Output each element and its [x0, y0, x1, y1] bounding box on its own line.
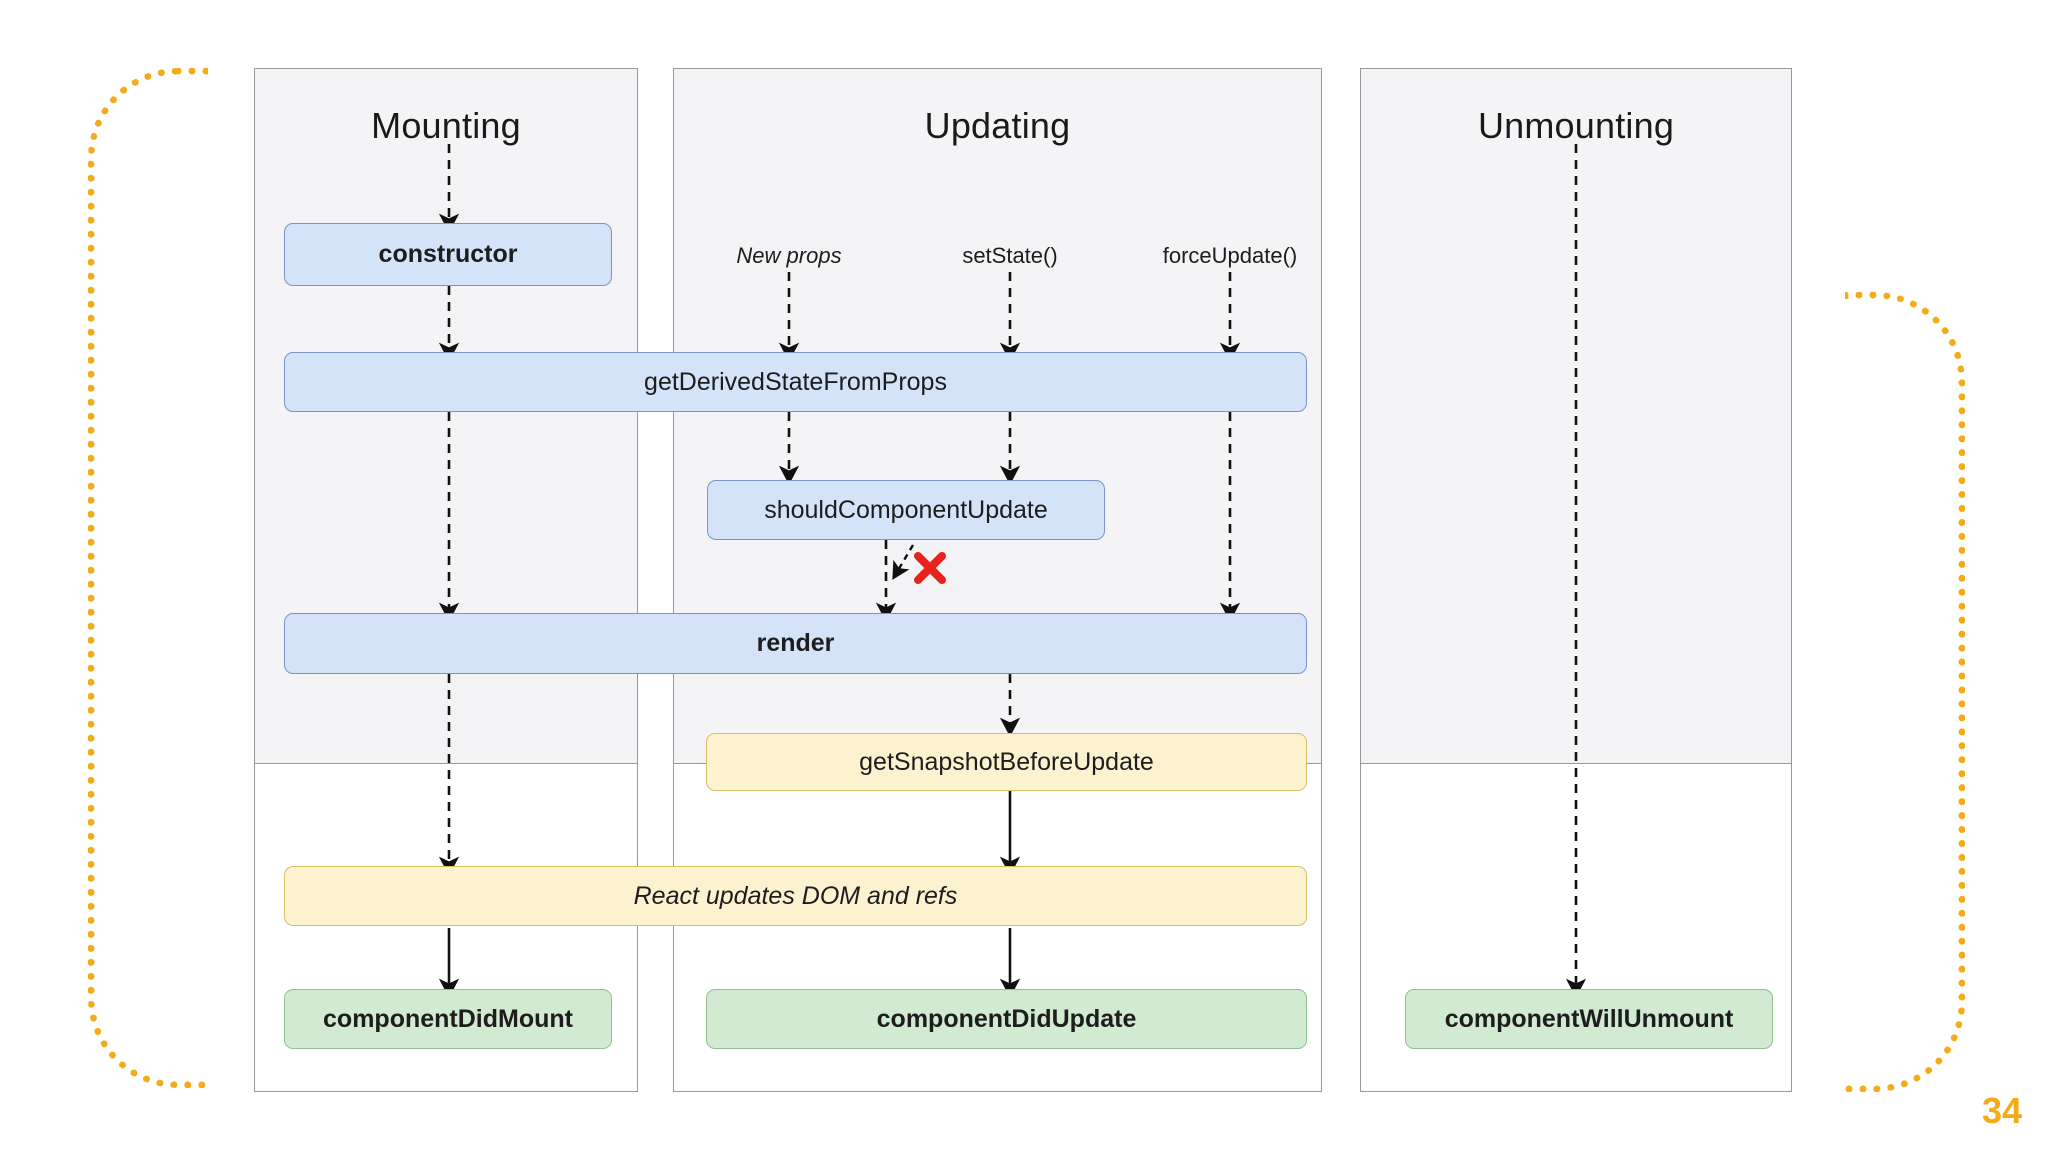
phase-column-updating: Updating [673, 68, 1322, 1092]
column-title-updating: Updating [924, 105, 1071, 146]
decorative-dotted-frame-right [1845, 292, 1965, 1092]
lifecycle-box-react-updates-dom-and-refs[interactable]: React updates DOM and refs [284, 866, 1307, 926]
trigger-label-set-state: setState() [962, 243, 1058, 268]
lifecycle-box-constructor[interactable]: constructor [284, 223, 612, 286]
lifecycle-box-get-derived-state-from-props[interactable]: getDerivedStateFromProps [284, 352, 1307, 412]
trigger-label-force-update: forceUpdate() [1162, 243, 1298, 268]
lifecycle-box-component-did-mount[interactable]: componentDidMount [284, 989, 612, 1049]
lifecycle-box-get-snapshot-before-update[interactable]: getSnapshotBeforeUpdate [706, 733, 1307, 791]
column-title-unmounting: Unmounting [1477, 105, 1675, 146]
lifecycle-box-component-will-unmount[interactable]: componentWillUnmount [1405, 989, 1773, 1049]
x-mark-icon [914, 552, 946, 584]
lifecycle-box-component-did-update[interactable]: componentDidUpdate [706, 989, 1307, 1049]
trigger-label-new-props: New props [736, 243, 842, 268]
decorative-dotted-frame-left [88, 68, 208, 1088]
unmounting-render-phase-region [1361, 69, 1791, 764]
skip-render-x-icon [910, 548, 950, 588]
page-number: 34 [1981, 1090, 2022, 1131]
lifecycle-box-render[interactable]: render [284, 613, 1307, 674]
lifecycle-box-should-component-update[interactable]: shouldComponentUpdate [707, 480, 1105, 540]
phase-column-mounting: Mounting [254, 68, 638, 1092]
phase-column-unmounting: Unmounting [1360, 68, 1792, 1092]
column-title-mounting: Mounting [371, 105, 521, 146]
